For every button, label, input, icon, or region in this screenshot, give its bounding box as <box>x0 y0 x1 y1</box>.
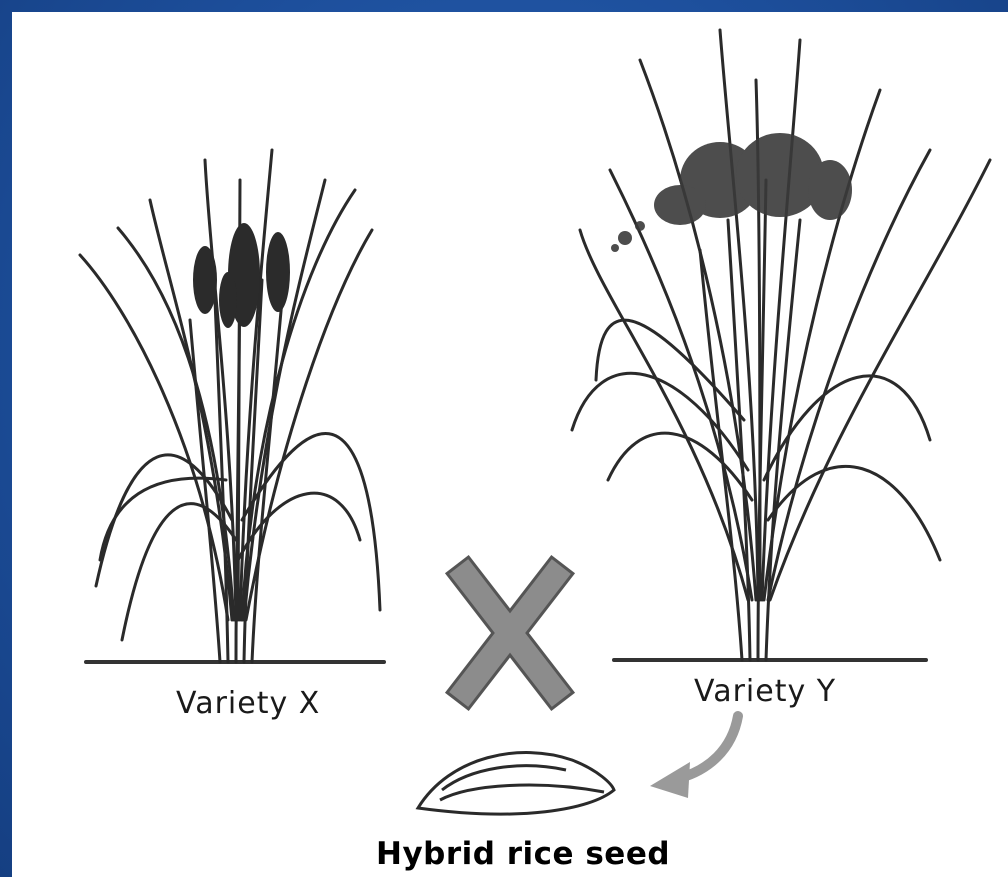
cross-icon <box>466 576 554 690</box>
hybrid-seed-label: Hybrid rice seed <box>376 836 670 872</box>
variety-y-label: Variety Y <box>694 674 836 709</box>
variety-x-plant <box>80 150 384 662</box>
variety-y-panicles <box>611 133 852 252</box>
variety-x-panicles <box>193 223 290 328</box>
variety-y-plant <box>572 30 990 660</box>
rice-seed-icon <box>418 753 614 815</box>
variety-x-label: Variety X <box>176 686 320 721</box>
curved-arrow-icon <box>650 716 738 798</box>
